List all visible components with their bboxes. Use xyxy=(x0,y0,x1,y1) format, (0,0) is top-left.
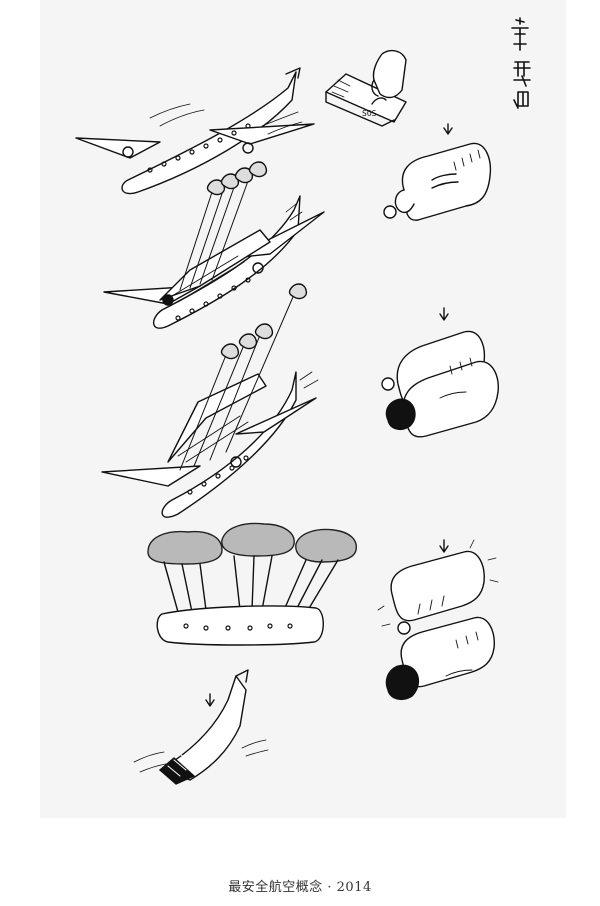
sos-button: SOS xyxy=(325,49,407,127)
caption: 最安全航空概念 · 2014 xyxy=(228,880,372,895)
airplane-separating xyxy=(101,283,319,518)
arrow-down-icon xyxy=(439,539,449,553)
cabin-under-parachutes xyxy=(147,522,357,646)
escape-capsule-separating xyxy=(381,330,499,438)
arrow-down-icon xyxy=(205,693,215,707)
arrow-down-icon xyxy=(439,307,449,321)
escape-capsule xyxy=(383,142,492,221)
arrow-down-icon xyxy=(443,123,453,135)
escape-capsules-landing xyxy=(377,539,499,701)
sos-label: SOS xyxy=(362,109,377,118)
airplane-tail-section xyxy=(133,669,269,785)
airplane-intact xyxy=(75,67,315,195)
airplane-deploying xyxy=(103,161,325,329)
artist-signature xyxy=(511,17,531,109)
